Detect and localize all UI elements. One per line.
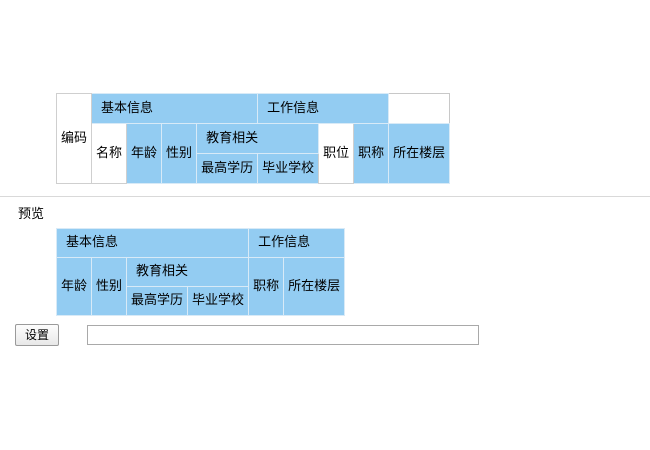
- preview-label: 预览: [18, 207, 45, 222]
- preview-panel: 基本信息 工作信息 年龄 性别 教育相关 职称 所在楼层 最高学历 毕业学校: [55, 228, 346, 316]
- section-divider: [0, 196, 650, 197]
- column-selector-body: 编码 基本信息 工作信息 名称 年龄 性别 教育相关 职位 职称 所在楼层 最高…: [55, 93, 451, 184]
- selector-cell-bianma[interactable]: 编码: [55, 93, 93, 184]
- selector-cell-jibenxinxi[interactable]: 基本信息: [91, 93, 259, 124]
- selector-cell-xingbie[interactable]: 性别: [161, 123, 198, 184]
- table-row: 最高学历 毕业学校: [57, 153, 450, 184]
- preview-cell-suozailouceng: 所在楼层: [283, 257, 346, 316]
- selector-cell-zhicheng[interactable]: 职称: [353, 123, 390, 184]
- selector-cell-gongzuoxinxi[interactable]: 工作信息: [257, 93, 390, 124]
- bottom-toolbar: 设置: [15, 324, 480, 346]
- preview-cell-gongzuoxinxi: 工作信息: [248, 228, 346, 258]
- selector-cell-jiaoyuxiangguan[interactable]: 教育相关: [196, 123, 320, 154]
- column-selector-table: 编码 基本信息 工作信息 名称 年龄 性别 教育相关 职位 职称 所在楼层 最高…: [55, 93, 451, 184]
- selector-cell-biyexuexiao[interactable]: 毕业学校: [257, 153, 320, 184]
- preview-cell-biyexuexiao: 毕业学校: [187, 286, 250, 316]
- table-row: 编码 基本信息 工作信息: [55, 93, 450, 184]
- settings-input[interactable]: [87, 325, 480, 345]
- selector-cell-zhiwei[interactable]: 职位: [318, 123, 355, 184]
- table-row: 基本信息 工作信息: [55, 228, 346, 258]
- preview-cell-xingbie: 性别: [91, 257, 128, 316]
- table-row: 名称 年龄 性别 教育相关 职位 职称 所在楼层: [57, 123, 451, 184]
- column-selector-panel: 编码 基本信息 工作信息 名称 年龄 性别 教育相关 职位 职称 所在楼层 最高…: [55, 93, 451, 184]
- preview-cell-jibenxinxi: 基本信息: [55, 228, 250, 258]
- selector-cell-zuigaoxueli[interactable]: 最高学历: [196, 153, 259, 184]
- preview-cell-jiaoyuxiangguan: 教育相关: [126, 257, 250, 287]
- selector-cell-mingcheng[interactable]: 名称: [91, 123, 128, 184]
- selector-cell-suozailouceng[interactable]: 所在楼层: [388, 123, 451, 184]
- preview-cell-zhicheng: 职称: [248, 257, 285, 316]
- selector-cell-nianling[interactable]: 年龄: [126, 123, 163, 184]
- table-row: 最高学历 毕业学校: [57, 286, 345, 316]
- preview-cell-zuigaoxueli: 最高学历: [126, 286, 189, 316]
- table-row: 年龄 性别 教育相关 职称 所在楼层: [55, 257, 346, 316]
- column-preview-body: 基本信息 工作信息 年龄 性别 教育相关 职称 所在楼层 最高学历 毕业学校: [55, 228, 346, 316]
- settings-button[interactable]: 设置: [15, 324, 60, 346]
- preview-cell-nianling: 年龄: [55, 257, 93, 316]
- column-preview-table: 基本信息 工作信息 年龄 性别 教育相关 职称 所在楼层 最高学历 毕业学校: [55, 228, 346, 316]
